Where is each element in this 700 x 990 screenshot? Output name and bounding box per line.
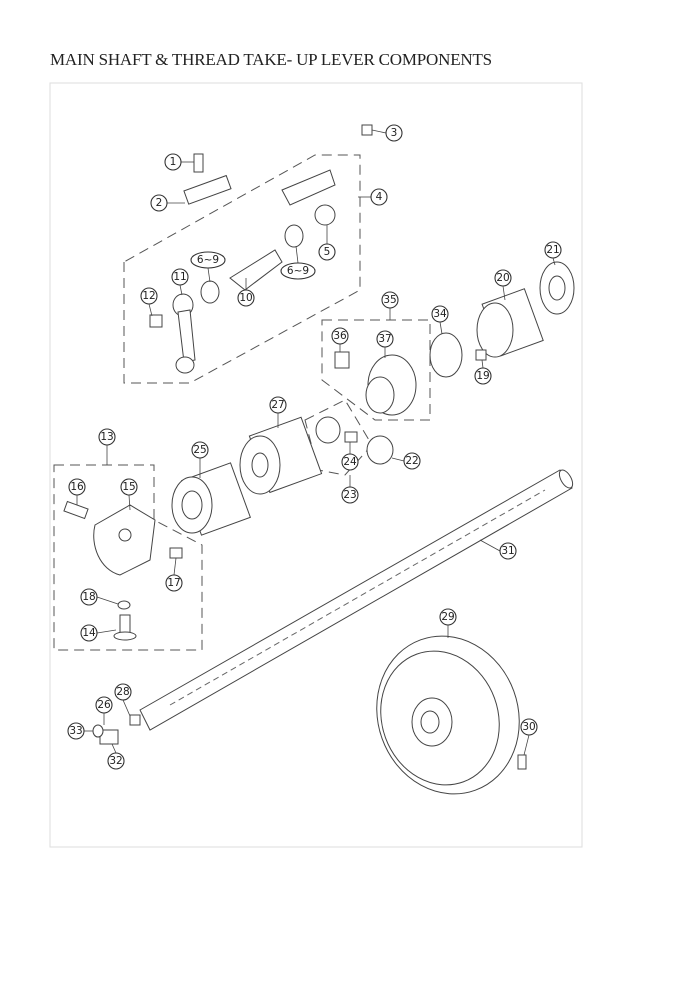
callout-2: 2 <box>150 194 168 212</box>
callout-15: 15 <box>120 478 138 496</box>
cylinder-27 <box>239 416 323 495</box>
svg-text:18: 18 <box>82 591 95 603</box>
main-shaft <box>139 469 574 731</box>
callout-31: 31 <box>499 542 517 560</box>
hook-15 <box>93 504 156 576</box>
callout-23: 23 <box>341 486 359 504</box>
group-box-4 <box>123 154 361 384</box>
callout-20: 20 <box>494 269 512 287</box>
callout-35: 35 <box>381 291 399 309</box>
callout-28: 28 <box>114 683 132 701</box>
callout-6-9-left: 6~9 <box>190 251 226 269</box>
callout-5: 5 <box>318 243 336 261</box>
svg-text:15: 15 <box>122 481 135 493</box>
svg-text:27: 27 <box>271 399 284 411</box>
svg-text:16: 16 <box>70 481 84 493</box>
svg-text:37: 37 <box>378 333 391 345</box>
svg-text:4: 4 <box>376 191 383 203</box>
svg-text:13: 13 <box>100 431 113 443</box>
callout-19: 19 <box>474 367 492 385</box>
callout-25: 25 <box>191 441 209 459</box>
group-box-35 <box>321 319 431 421</box>
svg-text:6~9: 6~9 <box>287 265 309 277</box>
svg-text:1: 1 <box>170 156 177 168</box>
svg-text:21: 21 <box>546 244 559 256</box>
cylinder-25 <box>171 462 251 536</box>
svg-text:17: 17 <box>167 577 180 589</box>
svg-text:31: 31 <box>501 545 514 557</box>
svg-text:19: 19 <box>476 370 489 382</box>
callout-36: 36 <box>331 327 349 345</box>
callout-14: 14 <box>80 624 98 642</box>
callout-6-9-right: 6~9 <box>280 262 316 280</box>
callout-29: 29 <box>439 608 457 626</box>
svg-text:10: 10 <box>239 292 252 304</box>
svg-text:33: 33 <box>69 725 82 737</box>
take-up-lever <box>172 169 336 374</box>
callout-33: 33 <box>67 722 85 740</box>
callout-12: 12 <box>140 287 158 305</box>
page-title: MAIN SHAFT & THREAD TAKE- UP LEVER COMPO… <box>50 50 492 69</box>
svg-text:23: 23 <box>343 489 356 501</box>
svg-text:36: 36 <box>333 330 347 342</box>
group-box-13 <box>53 464 203 651</box>
callout-21: 21 <box>544 241 562 259</box>
diagram-frame <box>49 82 583 848</box>
pulley <box>376 635 520 795</box>
callout-4: 4 <box>370 188 388 206</box>
callout-32: 32 <box>107 752 125 770</box>
svg-text:2: 2 <box>156 197 163 209</box>
svg-text:6~9: 6~9 <box>197 254 219 266</box>
cylinder-20 <box>476 261 575 358</box>
callout-34: 34 <box>431 305 449 323</box>
svg-text:25: 25 <box>193 444 206 456</box>
svg-text:22: 22 <box>405 455 418 467</box>
callout-13: 13 <box>98 428 116 446</box>
callout-26: 26 <box>95 696 113 714</box>
svg-text:20: 20 <box>496 272 509 284</box>
callout-37: 37 <box>376 330 394 348</box>
svg-text:32: 32 <box>109 755 122 767</box>
svg-text:35: 35 <box>383 294 396 306</box>
callout-11: 11 <box>171 268 189 286</box>
callout-24: 24 <box>341 453 359 471</box>
svg-text:12: 12 <box>142 290 155 302</box>
callout-1: 1 <box>164 153 182 171</box>
callout-30: 30 <box>520 718 538 736</box>
svg-text:3: 3 <box>391 127 398 139</box>
svg-text:34: 34 <box>433 308 447 320</box>
svg-text:26: 26 <box>97 699 111 711</box>
svg-text:28: 28 <box>116 686 129 698</box>
callout-17: 17 <box>165 574 183 592</box>
small-parts <box>63 124 527 770</box>
counterweight-37 <box>365 354 417 416</box>
callout-10: 10 <box>237 289 255 307</box>
callout-16: 16 <box>68 478 86 496</box>
svg-text:14: 14 <box>82 627 96 639</box>
leader-lines <box>76 129 556 756</box>
svg-text:24: 24 <box>343 456 357 468</box>
svg-text:30: 30 <box>522 721 535 733</box>
callout-22: 22 <box>403 452 421 470</box>
svg-text:29: 29 <box>441 611 454 623</box>
callout-3: 3 <box>385 124 403 142</box>
svg-text:11: 11 <box>173 271 186 283</box>
svg-text:5: 5 <box>324 246 331 258</box>
callout-18: 18 <box>80 588 98 606</box>
callout-27: 27 <box>269 396 287 414</box>
group-box-23 <box>304 399 373 476</box>
